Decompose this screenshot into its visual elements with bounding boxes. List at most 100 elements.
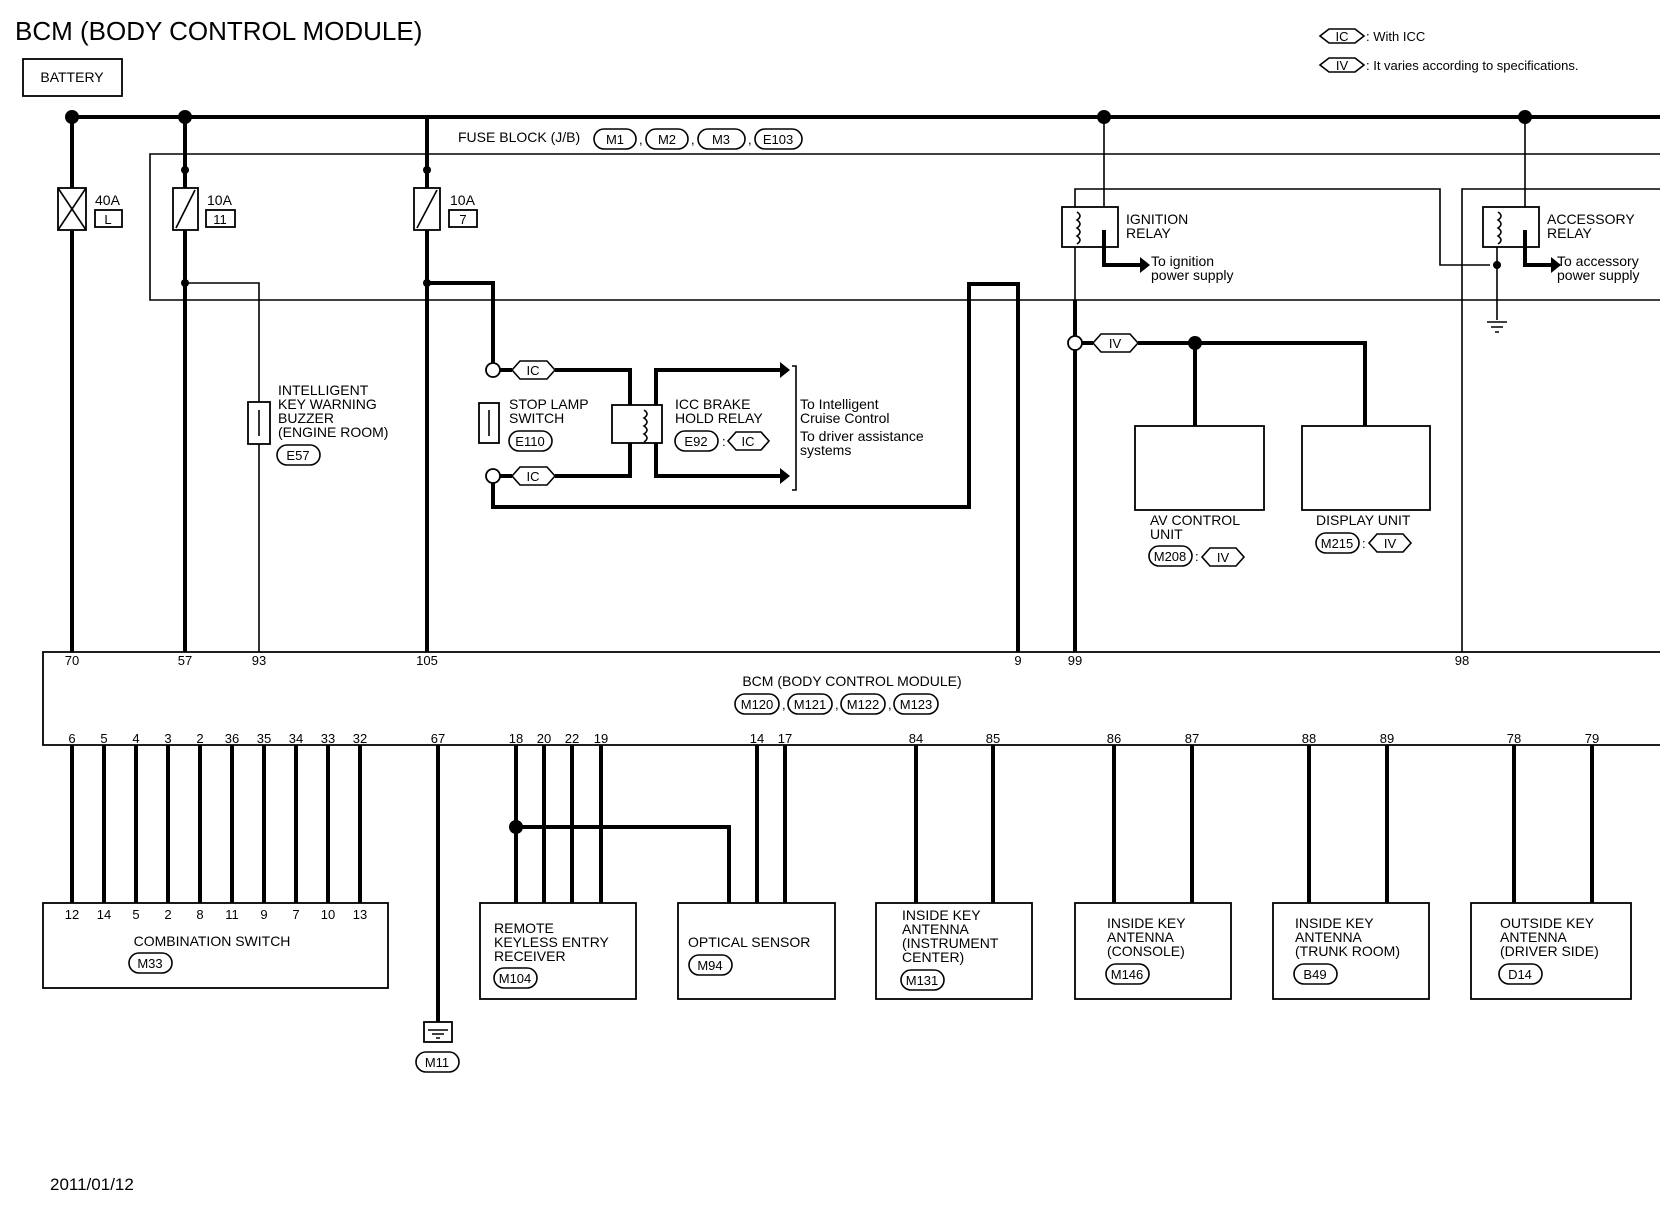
buzzer-label: INTELLIGENT KEY WARNING BUZZER (ENGINE R…: [276, 382, 388, 466]
svg-text:,: ,: [639, 132, 643, 147]
svg-text:8: 8: [196, 907, 203, 922]
svg-text:ANTENNA: ANTENNA: [1500, 929, 1568, 945]
accessory-relay-area: [1461, 188, 1660, 652]
ground-accessory: [1487, 321, 1507, 333]
fuse-11-num: 11: [213, 212, 227, 227]
svg-text:93: 93: [252, 653, 266, 668]
svg-text:REMOTE: REMOTE: [494, 920, 554, 936]
display-unit-box: [1301, 425, 1431, 511]
svg-text:(INSTRUMENT: (INSTRUMENT: [902, 935, 999, 951]
svg-text:9: 9: [260, 907, 267, 922]
svg-text:B49: B49: [1303, 967, 1326, 982]
svg-text:UNIT: UNIT: [1150, 526, 1183, 542]
optical-sensor-label: OPTICAL SENSOR M94: [688, 934, 810, 976]
svg-text:E103: E103: [763, 132, 793, 147]
svg-text:87: 87: [1185, 731, 1199, 746]
arrow-ignition: [1140, 257, 1150, 273]
svg-text:M33: M33: [137, 956, 162, 971]
icc-brake-hold-relay-symbol: [611, 404, 663, 444]
outside-key-driver-label: OUTSIDE KEY ANTENNA (DRIVER SIDE) D14: [1498, 915, 1599, 985]
svg-text:88: 88: [1302, 731, 1316, 746]
svg-text:power supply: power supply: [1557, 267, 1640, 283]
display-unit-label: DISPLAY UNIT M215 : IV: [1315, 512, 1413, 554]
svg-text:E57: E57: [286, 448, 309, 463]
svg-text:84: 84: [909, 731, 923, 746]
svg-text:,: ,: [782, 697, 786, 712]
svg-text:KEY WARNING: KEY WARNING: [278, 396, 377, 412]
svg-text:14: 14: [750, 731, 764, 746]
svg-text:33: 33: [321, 731, 335, 746]
svg-text:105: 105: [416, 653, 438, 668]
svg-text:RELAY: RELAY: [1126, 225, 1172, 241]
svg-text:IV: IV: [1384, 536, 1397, 551]
optical-sensor-box: [677, 902, 836, 1000]
svg-text:67: 67: [431, 731, 445, 746]
svg-text:99: 99: [1068, 653, 1082, 668]
svg-text:2: 2: [196, 731, 203, 746]
svg-text:(CONSOLE): (CONSOLE): [1107, 943, 1185, 959]
svg-text:IC: IC: [742, 434, 755, 449]
svg-text:ANTENNA: ANTENNA: [1107, 929, 1175, 945]
svg-text:RECEIVER: RECEIVER: [494, 948, 566, 964]
ground-symbol: [423, 1021, 453, 1043]
inside-key-instrument-wires: [914, 745, 995, 903]
bcm-label: BCM (BODY CONTROL MODULE) M120 , M121 , …: [734, 673, 962, 715]
stop-lamp-switch-label: STOP LAMP SWITCH E110: [508, 396, 589, 452]
svg-text:BUZZER: BUZZER: [278, 410, 334, 426]
svg-text:13: 13: [353, 907, 367, 922]
svg-text:To driver assistance: To driver assistance: [800, 428, 924, 444]
svg-text:M146: M146: [1111, 967, 1144, 982]
svg-text:17: 17: [778, 731, 792, 746]
svg-text:D14: D14: [1508, 967, 1532, 982]
inside-key-instrument-label: INSIDE KEY ANTENNA (INSTRUMENT CENTER) M…: [900, 907, 999, 991]
svg-text:M122: M122: [847, 697, 880, 712]
svg-text:,: ,: [748, 132, 752, 147]
ignition-relay-area: [1074, 188, 1490, 300]
legend-iv-text: : It varies according to specifications.: [1366, 58, 1578, 73]
legend: IC : With ICC IV : It varies according t…: [1318, 28, 1578, 73]
ignition-output: [1102, 230, 1140, 267]
svg-text:7: 7: [292, 907, 299, 922]
svg-text:E92: E92: [684, 434, 707, 449]
svg-text:M1: M1: [606, 132, 624, 147]
icc-notes: To Intelligent Cruise Control To driver …: [800, 396, 924, 458]
svg-text:STOP LAMP: STOP LAMP: [509, 396, 589, 412]
svg-text:CENTER): CENTER): [902, 949, 964, 965]
ground-connector: [415, 1051, 460, 1073]
remote-keyless-wires: [514, 745, 731, 903]
inside-key-trunk-wires: [1307, 745, 1389, 903]
svg-text:ANTENNA: ANTENNA: [1295, 929, 1363, 945]
svg-text:INSIDE KEY: INSIDE KEY: [1107, 915, 1186, 931]
svg-text:DISPLAY UNIT: DISPLAY UNIT: [1316, 512, 1411, 528]
svg-text:(ENGINE ROOM): (ENGINE ROOM): [278, 424, 388, 440]
svg-text::: :: [1195, 549, 1199, 564]
av-control-unit-label: AV CONTROL UNIT M208 : IV: [1148, 512, 1246, 567]
svg-text:BCM (BODY CONTROL MODULE): BCM (BODY CONTROL MODULE): [742, 673, 961, 689]
battery-label: BATTERY: [40, 69, 104, 85]
svg-text:,: ,: [691, 132, 695, 147]
combination-switch-wires: [70, 745, 362, 903]
svg-text:79: 79: [1585, 731, 1599, 746]
svg-text:To ignition: To ignition: [1151, 253, 1214, 269]
fuse-block-label: FUSE BLOCK (J/B) M1 , M2 , M3 , E103: [458, 128, 803, 150]
wire-93: [185, 282, 260, 652]
svg-text:FUSE BLOCK (J/B): FUSE BLOCK (J/B): [458, 129, 580, 145]
icc-output-lower: [654, 443, 780, 478]
svg-text:(TRUNK ROOM): (TRUNK ROOM): [1295, 943, 1400, 959]
diagram-title: BCM (BODY CONTROL MODULE): [15, 16, 422, 46]
svg-text:ACCESSORY: ACCESSORY: [1547, 211, 1635, 227]
svg-text:INSIDE KEY: INSIDE KEY: [902, 907, 981, 923]
battery-box: [22, 58, 123, 97]
svg-text:M94: M94: [697, 958, 722, 973]
fuse-11-amp: 10A: [207, 192, 233, 208]
inside-key-console-wires: [1112, 745, 1194, 903]
outside-key-driver-box: [1470, 902, 1632, 1000]
fuse-block-outline: [149, 153, 1660, 301]
svg-text:M215: M215: [1321, 536, 1354, 551]
svg-text:KEYLESS ENTRY: KEYLESS ENTRY: [494, 934, 610, 950]
fuse-7-amp: 10A: [450, 192, 476, 208]
stop-lamp-feed-wire: [427, 281, 495, 370]
svg-text:35: 35: [257, 731, 271, 746]
svg-text:INSIDE KEY: INSIDE KEY: [1295, 915, 1374, 931]
icc-output-upper: [654, 368, 780, 405]
